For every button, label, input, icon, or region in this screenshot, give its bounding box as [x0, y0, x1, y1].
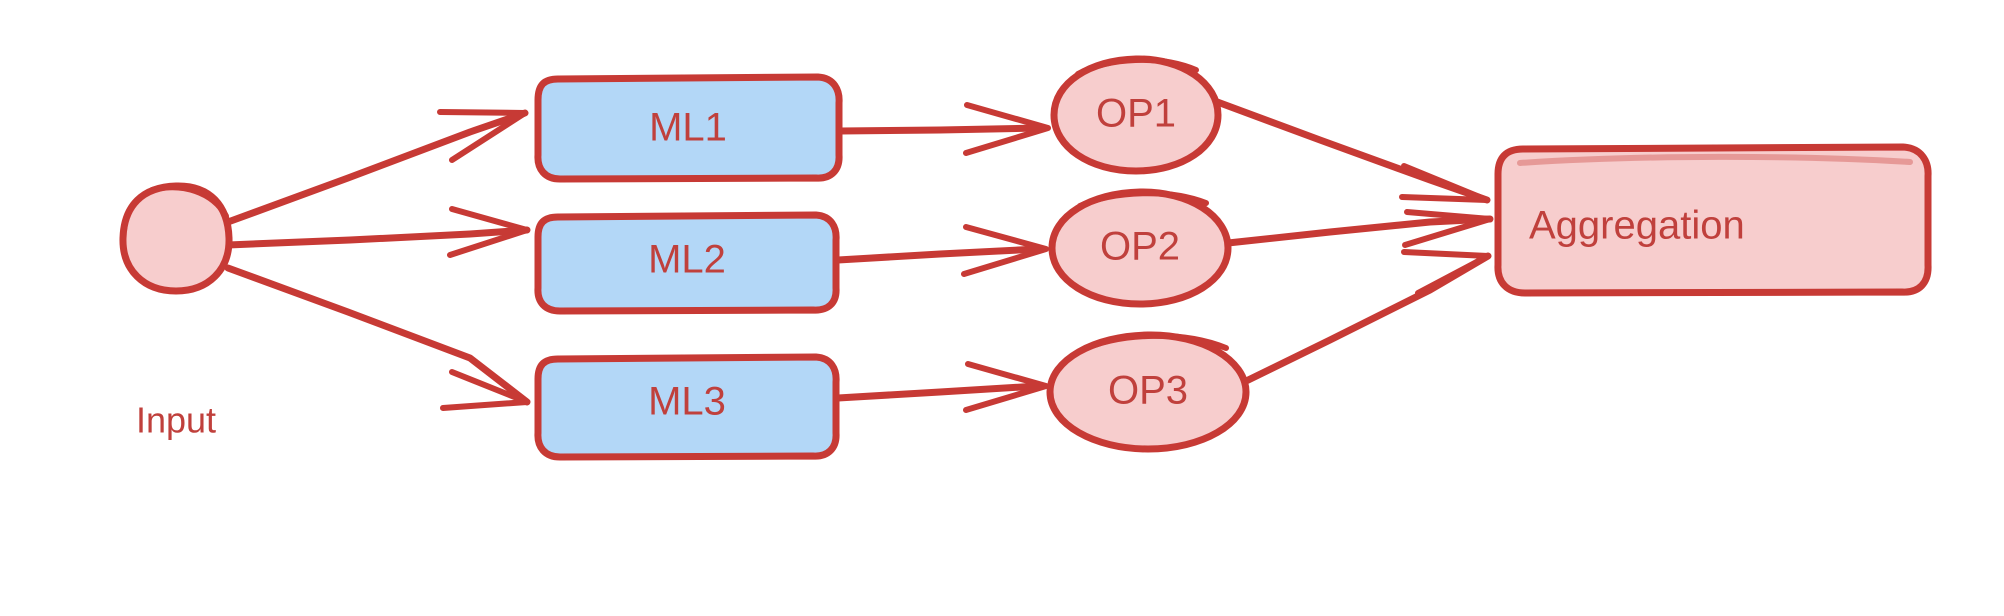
node-ml2[interactable]: ML2 — [534, 211, 840, 315]
node-op3-shape — [1050, 335, 1246, 449]
node-ml1-outline — [534, 73, 843, 183]
node-input-shape — [122, 185, 230, 291]
node-op2-outline — [1048, 188, 1232, 308]
node-op3[interactable]: OP3 — [1046, 331, 1250, 453]
node-ml2-shape — [538, 216, 836, 310]
node-input-label: Input — [136, 400, 216, 441]
node-ml1-label: ML1 — [649, 106, 727, 150]
edge-op1-agg — [1208, 96, 1491, 204]
node-input[interactable]: Input — [119, 182, 233, 441]
edge-ml1-op1 — [836, 102, 1051, 156]
edge-ml3-op3 — [834, 361, 1049, 413]
node-op3-outline — [1046, 331, 1250, 453]
node-input-sketch-overdraw — [149, 184, 229, 219]
node-aggregation[interactable]: Aggregation — [1494, 143, 1932, 297]
node-op2-sketch-overdraw — [1077, 190, 1209, 209]
node-aggregation-outline — [1494, 143, 1932, 297]
node-op3-sketch-overdraw — [1079, 332, 1229, 353]
node-op2-shape — [1052, 192, 1228, 304]
edge-input-ml1 — [224, 109, 529, 226]
edge-op2-agg — [1224, 209, 1494, 248]
edge-op3-agg — [1234, 249, 1492, 389]
node-ml1-shape — [538, 78, 838, 178]
node-ml3-shape — [538, 358, 836, 456]
node-aggregation-shape — [1497, 148, 1929, 293]
node-aggregation-sketch-overdraw — [1517, 153, 1913, 166]
node-op1-sketch-overdraw — [1075, 56, 1199, 77]
node-ml3-label: ML3 — [648, 380, 726, 424]
node-ml3[interactable]: ML3 — [534, 353, 840, 461]
node-op1-label: OP1 — [1096, 92, 1176, 136]
node-ml2-outline — [534, 211, 840, 315]
node-op3-label: OP3 — [1108, 369, 1188, 413]
node-op1[interactable]: OP1 — [1050, 55, 1222, 175]
node-op1-outline — [1050, 55, 1222, 175]
node-op2-label: OP2 — [1100, 225, 1180, 269]
node-ml2-label: ML2 — [648, 238, 726, 282]
edge-ml2-op2 — [834, 224, 1049, 277]
edge-input-ml3 — [224, 264, 531, 411]
node-ml1[interactable]: ML1 — [534, 73, 843, 183]
node-op1-shape — [1054, 59, 1218, 171]
node-aggregation-label: Aggregation — [1529, 204, 1745, 248]
node-ml3-outline — [534, 353, 840, 461]
node-op2[interactable]: OP2 — [1048, 188, 1232, 308]
edge-input-ml2 — [224, 206, 531, 258]
